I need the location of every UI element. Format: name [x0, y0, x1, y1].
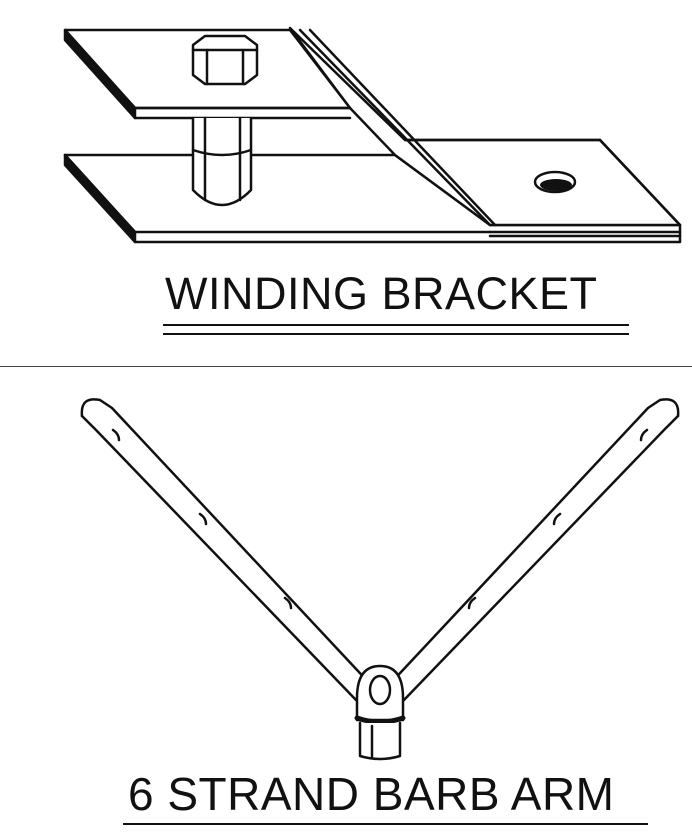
section-divider: [0, 366, 692, 367]
caption-underline: [123, 823, 648, 825]
hex-bolt-head: [191, 34, 259, 86]
hub-eyelet: [354, 664, 406, 761]
angled-plate: [288, 26, 682, 227]
barb-arm-caption: 6 STRAND BARB ARM: [128, 768, 615, 820]
right-arm: [386, 398, 680, 702]
caption-underline: [163, 324, 629, 326]
barb-arm-drawing: [80, 398, 680, 761]
barb-arm-panel: 6 STRAND BARB ARM: [0, 368, 692, 832]
mounting-hole: [533, 170, 577, 194]
caption-underline: [163, 333, 629, 335]
winding-bracket-panel: WINDING BRACKET: [0, 0, 692, 366]
left-arm: [80, 398, 374, 702]
bolt-shank: [191, 116, 253, 207]
winding-bracket-caption: WINDING BRACKET: [165, 268, 598, 319]
winding-bracket-drawing: [63, 26, 682, 244]
